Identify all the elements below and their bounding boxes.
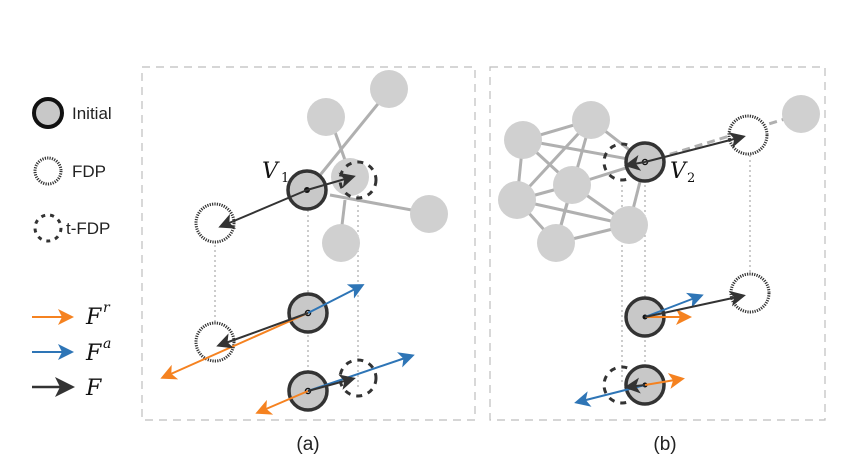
neighbor-node — [572, 101, 610, 139]
force-arrow — [306, 172, 356, 191]
neighbor-node — [307, 98, 345, 136]
panel-b: V 2 (b) — [489, 66, 826, 455]
panel-a-guides — [214, 180, 359, 390]
neighbor-node — [322, 224, 360, 262]
repulsive-force-arrow — [160, 312, 309, 380]
force-arrow — [624, 377, 646, 394]
panel-a-caption: (a) — [296, 434, 319, 455]
vertex-v2-label: V — [670, 159, 688, 184]
legend-attractive-symbol: F — [85, 341, 102, 366]
attractive-force-arrow — [307, 352, 415, 392]
force-arrow — [624, 155, 646, 171]
legend: Initial FDP t-FDP F r F a F — [32, 97, 112, 401]
legend-combined: F — [32, 376, 102, 401]
neighbor-node — [498, 181, 536, 219]
tfdp-node-icon — [33, 213, 63, 243]
force-arrow — [307, 374, 356, 392]
repulsive-force-arrow — [644, 373, 685, 389]
attractive-force-arrow — [307, 284, 365, 314]
fdp-node — [729, 272, 771, 314]
legend-combined-symbol: F — [85, 376, 102, 401]
panel-a-frame — [141, 66, 476, 421]
panel-a: V 1 (a) — [141, 66, 476, 455]
force-arrow — [644, 290, 746, 318]
repulsive-force-arrow — [255, 390, 309, 415]
force-arrow — [216, 312, 309, 349]
panel-b-guides — [621, 140, 751, 385]
legend-repulsive-symbol: F — [85, 305, 102, 330]
tfdp-node — [338, 358, 378, 398]
fdp-node-icon — [33, 156, 63, 186]
vertex-v2-sub: 2 — [687, 171, 695, 186]
legend-initial: Initial — [32, 97, 112, 129]
legend-tfdp-label: t-FDP — [66, 219, 110, 238]
legend-attractive-sup: a — [103, 336, 111, 352]
neighbor-node — [410, 195, 448, 233]
vertex-v1-sub: 1 — [281, 171, 289, 186]
attractive-force-arrow — [644, 292, 704, 318]
neighbor-node — [553, 166, 591, 204]
legend-initial-label: Initial — [72, 104, 112, 123]
legend-repulsive: F r — [32, 300, 111, 330]
panel-b-neighbors — [498, 95, 820, 262]
vertex-v1-label: V — [262, 159, 280, 184]
force-arrow — [218, 189, 308, 229]
neighbor-node — [504, 121, 542, 159]
legend-fdp-label: FDP — [72, 162, 106, 181]
neighbor-node — [537, 224, 575, 262]
panel-a-neighbors — [307, 70, 448, 262]
neighbor-node — [782, 95, 820, 133]
legend-fdp: FDP — [33, 156, 106, 186]
legend-tfdp: t-FDP — [33, 213, 110, 243]
neighbor-node — [610, 206, 648, 244]
fdp-node — [727, 114, 769, 156]
tfdp-node — [338, 160, 378, 200]
panel-b-caption: (b) — [653, 434, 676, 455]
initial-node-icon — [32, 97, 64, 129]
neighbor-node — [370, 70, 408, 108]
legend-attractive: F a — [32, 336, 111, 366]
panel-b-frame — [489, 66, 826, 421]
force-arrow — [644, 132, 746, 163]
legend-repulsive-sup: r — [103, 300, 111, 316]
